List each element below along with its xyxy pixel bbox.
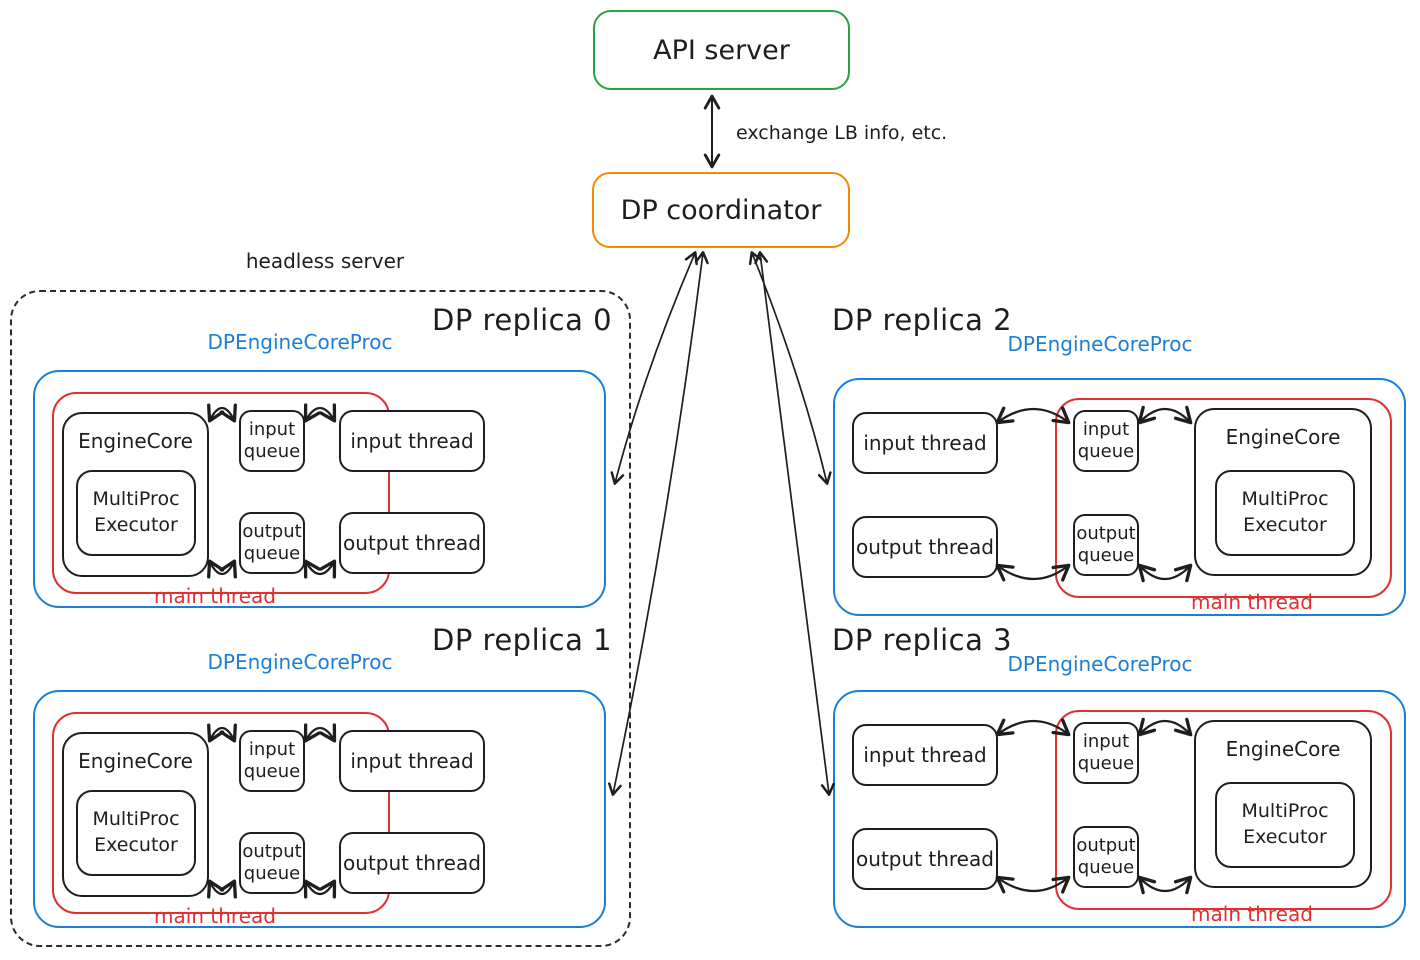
arrow-coordinator-replica-2 bbox=[748, 251, 832, 485]
dp-engine-core-proc-label-3: DPEngineCoreProc bbox=[1007, 652, 1193, 676]
replica-0-input-thread-box: input thread bbox=[339, 410, 485, 472]
replica-0-multiproc-executor-label: MultiProc Executor bbox=[92, 488, 180, 536]
replica-1-output-queue-label: output queue bbox=[242, 841, 302, 884]
replica-2-engine-core-label: EngineCore bbox=[1225, 425, 1341, 449]
replica-2-output-thread-label: output thread bbox=[856, 535, 994, 559]
replica-3-input-queue-box: input queue bbox=[1073, 722, 1139, 784]
dp-replica-1-title: DP replica 1 bbox=[432, 623, 613, 657]
replica-0-main-thread-label: main thread bbox=[154, 584, 276, 608]
replica-2-output-queue-label: output queue bbox=[1076, 523, 1136, 566]
replica-0-input-queue-label: input queue bbox=[243, 419, 301, 462]
replica-0-output-thread-label: output thread bbox=[343, 531, 481, 555]
replica-1-output-thread-box: output thread bbox=[339, 832, 485, 894]
replica-0-input-queue-box: input queue bbox=[239, 410, 305, 472]
replica-0-engine-core-label: EngineCore bbox=[78, 429, 193, 453]
replica-3-engine-core-label: EngineCore bbox=[1225, 737, 1341, 761]
replica-3-main-thread-label: main thread bbox=[1191, 902, 1313, 926]
headless-server-label: headless server bbox=[245, 249, 405, 273]
replica-1-input-queue-label: input queue bbox=[243, 739, 301, 782]
replica-1-multiproc-executor-box: MultiProc Executor bbox=[76, 790, 196, 876]
replica-3-input-thread-box: input thread bbox=[852, 724, 998, 786]
exchange-lb-info-label: exchange LB info, etc. bbox=[736, 122, 948, 144]
replica-1-output-thread-label: output thread bbox=[343, 851, 481, 875]
replica-2-main-thread-label: main thread bbox=[1191, 590, 1313, 614]
replica-0-output-queue-label: output queue bbox=[242, 521, 302, 564]
replica-3-output-queue-box: output queue bbox=[1073, 826, 1139, 888]
replica-2-engine-core-box: EngineCore MultiProc Executor bbox=[1194, 408, 1372, 576]
dp-engine-core-proc-label-0: DPEngineCoreProc bbox=[207, 330, 393, 354]
api-server-label: API server bbox=[653, 34, 790, 66]
replica-3-dp-engine-core-proc-box: input thread output thread input queue o… bbox=[833, 690, 1406, 928]
replica-1-main-thread-label: main thread bbox=[154, 904, 276, 928]
replica-0-multiproc-executor-box: MultiProc Executor bbox=[76, 470, 196, 556]
replica-2-output-thread-box: output thread bbox=[852, 516, 998, 578]
replica-2-main-thread-box bbox=[1055, 398, 1392, 598]
dp-replica-2-title: DP replica 2 bbox=[832, 303, 1013, 337]
replica-1-output-queue-box: output queue bbox=[239, 832, 305, 894]
replica-0-dp-engine-core-proc-box: EngineCore MultiProc Executor input queu… bbox=[33, 370, 606, 608]
replica-1-engine-core-box: EngineCore MultiProc Executor bbox=[62, 732, 209, 897]
arrow-coordinator-replica-3 bbox=[754, 251, 835, 796]
replica-1-engine-core-label: EngineCore bbox=[78, 749, 193, 773]
replica-2-multiproc-executor-box: MultiProc Executor bbox=[1215, 470, 1355, 556]
dp-replica-3-title: DP replica 3 bbox=[832, 623, 1013, 657]
replica-2-input-queue-box: input queue bbox=[1073, 410, 1139, 472]
dp-coordinator-box: DP coordinator bbox=[592, 172, 850, 248]
replica-0-input-thread-label: input thread bbox=[350, 429, 474, 453]
replica-0-main-thread-box bbox=[52, 392, 390, 594]
replica-2-input-queue-label: input queue bbox=[1077, 419, 1135, 462]
replica-0-output-queue-box: output queue bbox=[239, 512, 305, 574]
replica-1-multiproc-executor-label: MultiProc Executor bbox=[92, 808, 180, 856]
replica-3-multiproc-executor-label: MultiProc Executor bbox=[1241, 800, 1329, 848]
replica-1-input-thread-box: input thread bbox=[339, 730, 485, 792]
dp-replica-0-title: DP replica 0 bbox=[432, 303, 613, 337]
replica-0-output-thread-box: output thread bbox=[339, 512, 485, 574]
replica-2-input-thread-box: input thread bbox=[852, 412, 998, 474]
replica-2-input-thread-label: input thread bbox=[863, 431, 987, 455]
replica-3-input-thread-label: input thread bbox=[863, 743, 987, 767]
replica-3-output-thread-box: output thread bbox=[852, 828, 998, 890]
replica-3-output-queue-label: output queue bbox=[1076, 835, 1136, 878]
replica-0-engine-core-box: EngineCore MultiProc Executor bbox=[62, 412, 209, 577]
replica-3-engine-core-box: EngineCore MultiProc Executor bbox=[1194, 720, 1372, 888]
replica-3-main-thread-box bbox=[1055, 710, 1392, 910]
replica-3-input-queue-label: input queue bbox=[1077, 731, 1135, 774]
replica-1-dp-engine-core-proc-box: EngineCore MultiProc Executor input queu… bbox=[33, 690, 606, 928]
replica-3-output-thread-label: output thread bbox=[856, 847, 994, 871]
replica-2-multiproc-executor-label: MultiProc Executor bbox=[1241, 488, 1329, 536]
replica-2-output-queue-box: output queue bbox=[1073, 514, 1139, 576]
replica-1-input-queue-box: input queue bbox=[239, 730, 305, 792]
dp-engine-core-proc-label-1: DPEngineCoreProc bbox=[207, 650, 393, 674]
dp-coordinator-label: DP coordinator bbox=[620, 194, 822, 226]
replica-1-input-thread-label: input thread bbox=[350, 749, 474, 773]
replica-1-main-thread-box bbox=[52, 712, 390, 914]
dp-engine-core-proc-label-2: DPEngineCoreProc bbox=[1007, 332, 1193, 356]
replica-3-multiproc-executor-box: MultiProc Executor bbox=[1215, 782, 1355, 868]
api-server-box: API server bbox=[593, 10, 850, 90]
replica-2-dp-engine-core-proc-box: input thread output thread input queue o… bbox=[833, 378, 1406, 616]
